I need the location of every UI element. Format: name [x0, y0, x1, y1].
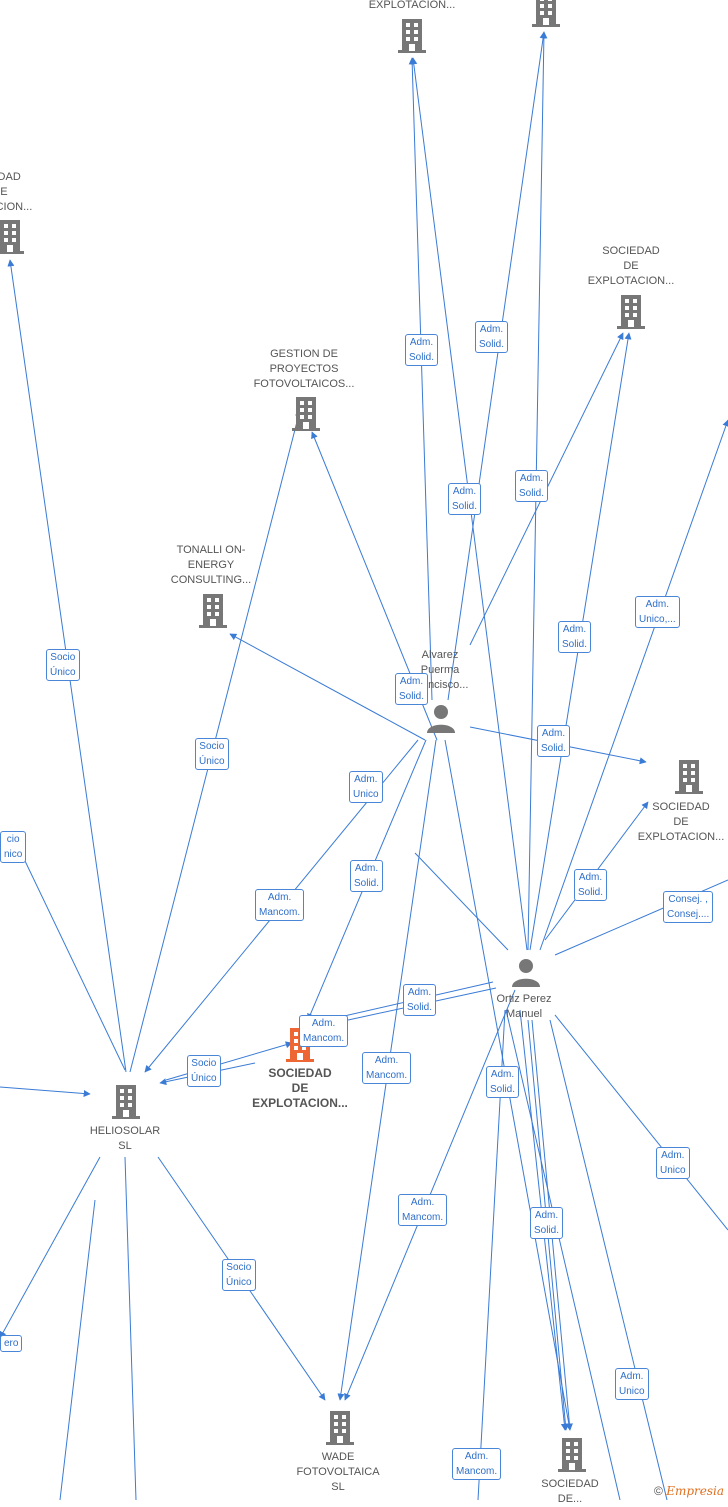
role-badge[interactable]: Adm. Solid.	[448, 483, 482, 515]
brand-logo[interactable]: Empresia	[666, 1484, 724, 1498]
node-label-ortiz[interactable]: Ortiz Perez Manuel	[496, 993, 552, 1020]
edge-line	[554, 1014, 728, 1231]
role-badge[interactable]: Adm. Mancom.	[255, 889, 305, 921]
edge-line	[229, 633, 426, 741]
role-badge[interactable]: Adm. Solid.	[395, 673, 429, 705]
person-icon[interactable]	[427, 705, 455, 733]
copyright-symbol: ©	[654, 1484, 663, 1498]
role-badge[interactable]: Adm. Solid.	[403, 984, 437, 1016]
edge-line	[505, 1009, 621, 1500]
nodes-layer	[0, 0, 703, 1472]
role-badge[interactable]: Adm. Solid.	[475, 321, 509, 353]
edge-line	[14, 839, 126, 1071]
building-icon[interactable]	[199, 594, 227, 628]
edge-line	[59, 1199, 96, 1500]
building-icon[interactable]	[112, 1085, 140, 1119]
role-badge[interactable]: ero	[0, 1335, 23, 1352]
role-badge[interactable]: cio nico	[0, 831, 27, 863]
edge-line	[0, 1156, 101, 1339]
role-badge[interactable]: Adm. Solid.	[486, 1066, 520, 1098]
role-badge[interactable]: Adm. Mancom.	[362, 1052, 412, 1084]
role-badge[interactable]: Socio Único	[46, 649, 80, 681]
person-icon[interactable]	[512, 959, 540, 987]
role-badge[interactable]: Adm. Solid.	[558, 621, 592, 653]
role-badge[interactable]: Socio Único	[195, 738, 229, 770]
role-badge[interactable]: Adm. Unico	[656, 1147, 690, 1179]
role-badge[interactable]: Adm. Solid.	[350, 860, 384, 892]
building-icon[interactable]	[617, 295, 645, 329]
role-badge[interactable]: Consej. , Consej....	[663, 891, 714, 923]
node-label-soc_focus[interactable]: SOCIEDAD DE EXPLOTACION...	[252, 1066, 348, 1110]
role-badge[interactable]: Adm. Unico	[615, 1368, 649, 1400]
building-icon[interactable]	[0, 220, 24, 254]
role-badge[interactable]: Socio Único	[222, 1259, 256, 1291]
role-badge[interactable]: Adm. Solid.	[405, 334, 439, 366]
role-badge[interactable]: Adm. Solid.	[515, 470, 549, 502]
building-icon[interactable]	[326, 1411, 354, 1445]
node-label-heliosolar[interactable]: HELIOSOLAR SL	[89, 1125, 161, 1152]
node-label-top_soc1[interactable]: EXPLOTACION...	[368, 0, 456, 11]
node-label-soc_bottom[interactable]: SOCIEDAD DE...	[541, 1478, 599, 1505]
node-label-gestion[interactable]: GESTION DE PROYECTOS FOTOVOLTAICOS...	[253, 348, 355, 390]
role-badge[interactable]: Adm. Unico,...	[635, 596, 680, 628]
role-badge[interactable]: Adm. Unico	[349, 771, 383, 803]
edge-line	[0, 1086, 91, 1098]
node-label-left_soc[interactable]: CIEDAD DE LOTACION...	[0, 171, 33, 213]
edge-line	[549, 1019, 668, 1500]
building-icon[interactable]	[675, 760, 703, 794]
building-icon[interactable]	[532, 0, 560, 27]
role-badge[interactable]: Adm. Mancom.	[398, 1194, 448, 1226]
edge-line	[539, 419, 728, 951]
role-badge[interactable]: Socio Único	[187, 1055, 221, 1087]
node-label-tonalli[interactable]: TONALLI ON- ENERGY CONSULTING...	[170, 544, 252, 586]
role-badge[interactable]: Adm. Solid.	[530, 1207, 564, 1239]
role-badge[interactable]: Adm. Solid.	[574, 869, 608, 901]
copyright: © Empresia	[654, 1484, 724, 1498]
node-label-soc_right2[interactable]: SOCIEDAD DE EXPLOTACION...	[637, 801, 725, 843]
edge-line	[408, 57, 433, 701]
role-badge[interactable]: Adm. Solid.	[537, 725, 571, 757]
node-label-wade[interactable]: WADE FOTOVOLTAICA SL	[296, 1451, 380, 1493]
building-icon[interactable]	[292, 397, 320, 431]
building-icon[interactable]	[398, 19, 426, 53]
role-badge[interactable]: Adm. Mancom.	[299, 1015, 349, 1047]
role-badge[interactable]: Adm. Mancom.	[452, 1448, 502, 1480]
building-icon[interactable]	[558, 1438, 586, 1472]
edge-line	[124, 1156, 137, 1500]
node-label-soc_right1[interactable]: SOCIEDAD DE EXPLOTACION...	[587, 245, 675, 287]
edge-line	[447, 31, 547, 701]
edge-line	[414, 852, 509, 951]
